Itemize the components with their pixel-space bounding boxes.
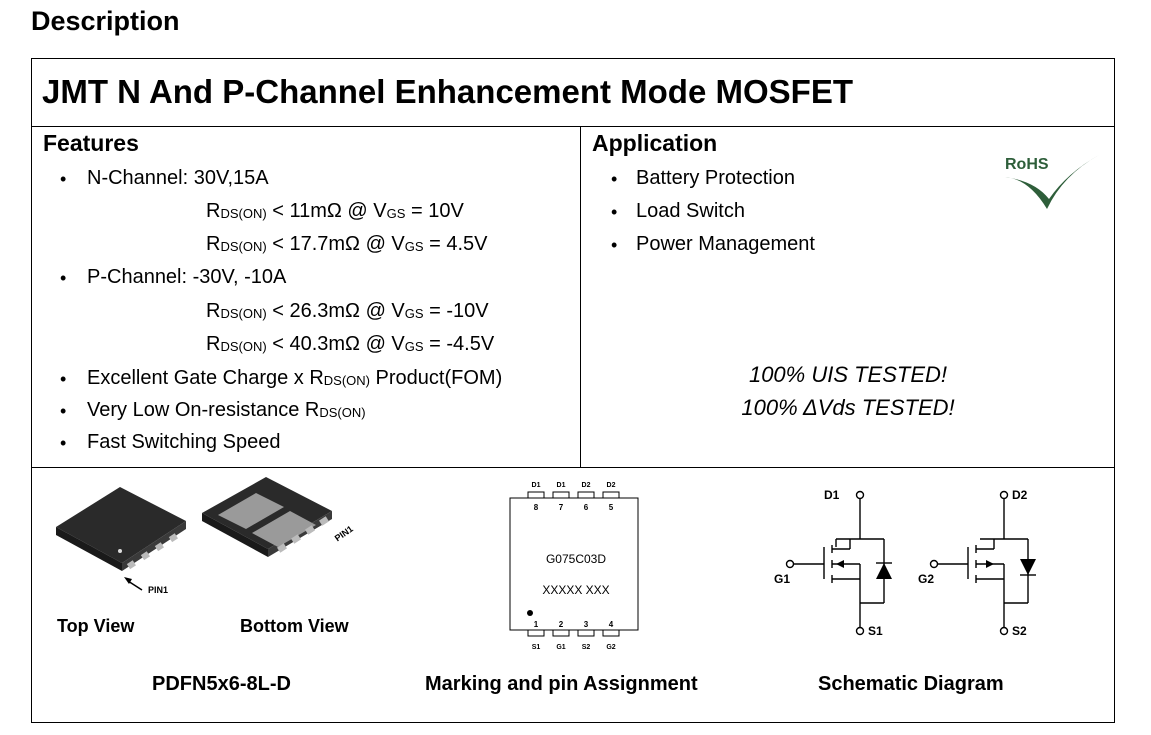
description-table: JMT N And P-Channel Enhancement Mode MOS… [31, 58, 1115, 723]
pin-label: D2 [607, 482, 616, 489]
section-heading: Description [31, 6, 180, 36]
d2-label: D2 [1012, 488, 1028, 502]
s1-label: S1 [868, 624, 883, 638]
pin-label: G1 [556, 644, 565, 651]
check-icon [1005, 155, 1099, 209]
bullet: • [611, 202, 618, 222]
fast-switching-feature: Fast Switching Speed [87, 431, 281, 453]
pin-number: 4 [609, 620, 614, 629]
n-rds-4v5: RDS(ON) < 17.7mΩ @ VGS = 4.5V [206, 233, 488, 255]
pin-label: D2 [582, 482, 591, 489]
pin-number: 6 [584, 503, 589, 512]
product-title: JMT N And P-Channel Enhancement Mode MOS… [42, 73, 853, 110]
marking-diagram: D1 D1 D2 D2 8 7 6 5 1 2 3 4 G075C03D X [509, 482, 639, 651]
pin-label: G2 [606, 644, 615, 651]
rohs-text: RoHS [1005, 156, 1049, 173]
rohs-logo: RoHS [1005, 155, 1099, 209]
p-rds-4v5: RDS(ON) < 40.3mΩ @ VGS = -4.5V [206, 333, 495, 355]
g1-label: G1 [774, 572, 790, 586]
pin-number: 8 [534, 503, 539, 512]
schematic-diagram: D1 G1 S1 D2 G2 S2 [774, 488, 1036, 638]
body-diode-icon [1020, 559, 1036, 575]
n-channel-spec: N-Channel: 30V,15A [87, 167, 269, 189]
channel-arrow-icon [836, 560, 844, 568]
s2-label: S2 [1012, 624, 1027, 638]
pin-label: S2 [582, 644, 591, 651]
pin-label: S1 [532, 644, 541, 651]
schematic-caption: Schematic Diagram [818, 673, 1004, 695]
bullet: • [60, 169, 67, 189]
application-item: Load Switch [636, 200, 745, 222]
d1-label: D1 [824, 488, 840, 502]
low-resistance-feature: Very Low On-resistance RDS(ON) [87, 399, 366, 421]
bullet: • [60, 268, 67, 288]
p-rds-10v: RDS(ON) < 26.3mΩ @ VGS = -10V [206, 300, 489, 322]
application-item: Battery Protection [636, 167, 795, 189]
uis-tested: 100% UIS TESTED! [748, 362, 948, 387]
bullet: • [60, 369, 67, 389]
channel-arrow-icon [986, 560, 994, 568]
bullet: • [611, 169, 618, 189]
pin-number: 7 [559, 503, 564, 512]
gate-charge-feature: Excellent Gate Charge x RDS(ON) Product(… [87, 367, 503, 389]
marking-caption: Marking and pin Assignment [425, 673, 698, 695]
package-views: PIN1 PIN1 [56, 477, 355, 595]
application-item: Power Management [636, 233, 815, 255]
lot-code: XXXXX XXX [542, 583, 609, 597]
bottom-view-label: Bottom View [240, 616, 349, 636]
pin-number: 2 [559, 620, 564, 629]
features-cell: Features • N-Channel: 30V,15A RDS(ON) < … [32, 127, 581, 467]
g2-label: G2 [918, 572, 934, 586]
row-divider [32, 467, 1114, 468]
features-title: Features [43, 130, 139, 156]
title-row: JMT N And P-Channel Enhancement Mode MOS… [32, 59, 1114, 127]
part-marking: G075C03D [546, 552, 606, 566]
pin-number: 5 [609, 503, 614, 512]
vds-tested: 100% ΔVds TESTED! [741, 395, 955, 420]
pin-label: D1 [532, 482, 541, 489]
application-title: Application [592, 130, 718, 156]
bullet: • [60, 401, 67, 421]
p-channel-spec: P-Channel: -30V, -10A [87, 266, 287, 288]
bottom-view-package: PIN1 [202, 477, 355, 557]
pin1-dot [527, 610, 533, 616]
pin1-label: PIN1 [148, 585, 168, 595]
chip-body [509, 497, 639, 631]
body-diode-icon [876, 563, 892, 579]
pin-number: 1 [534, 620, 539, 629]
application-cell: Application • Battery Protection • Load … [581, 127, 1115, 467]
top-view-label: Top View [57, 616, 135, 636]
package-caption: PDFN5x6-8L-D [152, 673, 291, 695]
pin-number: 3 [584, 620, 589, 629]
bullet: • [611, 235, 618, 255]
top-view-package: PIN1 [56, 487, 186, 595]
pin-label: D1 [557, 482, 566, 489]
n-rds-10v: RDS(ON) < 11mΩ @ VGS = 10V [206, 200, 464, 222]
pin1-label: PIN1 [333, 524, 355, 544]
bullet: • [60, 433, 67, 453]
